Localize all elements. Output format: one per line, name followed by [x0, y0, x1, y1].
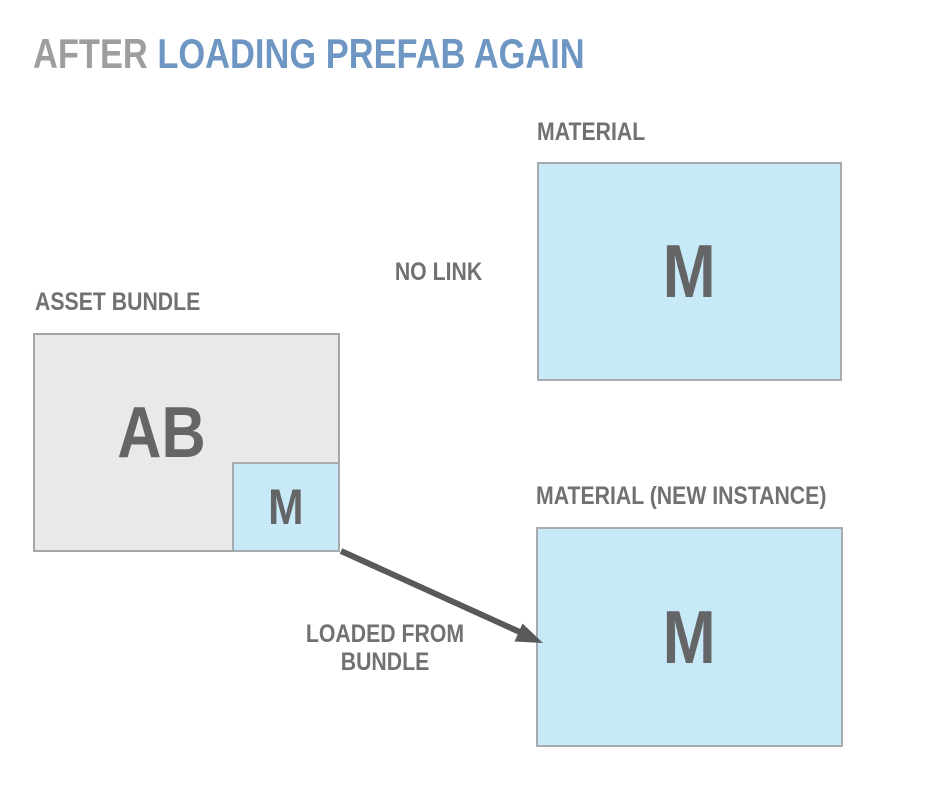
material-new-instance-label: MATERIAL (NEW INSTANCE)	[536, 482, 827, 510]
page-title-highlight: LOADING PREFAB AGAIN	[157, 30, 585, 77]
page-title: AFTER LOADING PREFAB AGAIN	[33, 30, 585, 78]
page-title-prefix: AFTER	[33, 30, 158, 77]
asset-bundle-box: AB	[33, 333, 340, 552]
asset-bundle-label: ASSET BUNDLE	[35, 288, 201, 316]
no-link-label: NO LINK	[394, 258, 483, 286]
bundled-material-letter: M	[268, 479, 304, 535]
loaded-from-bundle-label-line1: LOADED FROM	[305, 620, 465, 648]
loaded-from-bundle-label: LOADED FROM BUNDLE	[300, 620, 470, 676]
material-new-instance-box: M	[536, 527, 843, 747]
material-label: MATERIAL	[537, 118, 646, 146]
material-new-instance-letter: M	[662, 594, 717, 679]
material-letter: M	[662, 229, 717, 313]
bundled-material-box: M	[232, 462, 340, 552]
loaded-from-bundle-label-line2: BUNDLE	[340, 648, 430, 676]
material-box: M	[537, 162, 842, 381]
asset-bundle-letter: AB	[116, 392, 206, 473]
